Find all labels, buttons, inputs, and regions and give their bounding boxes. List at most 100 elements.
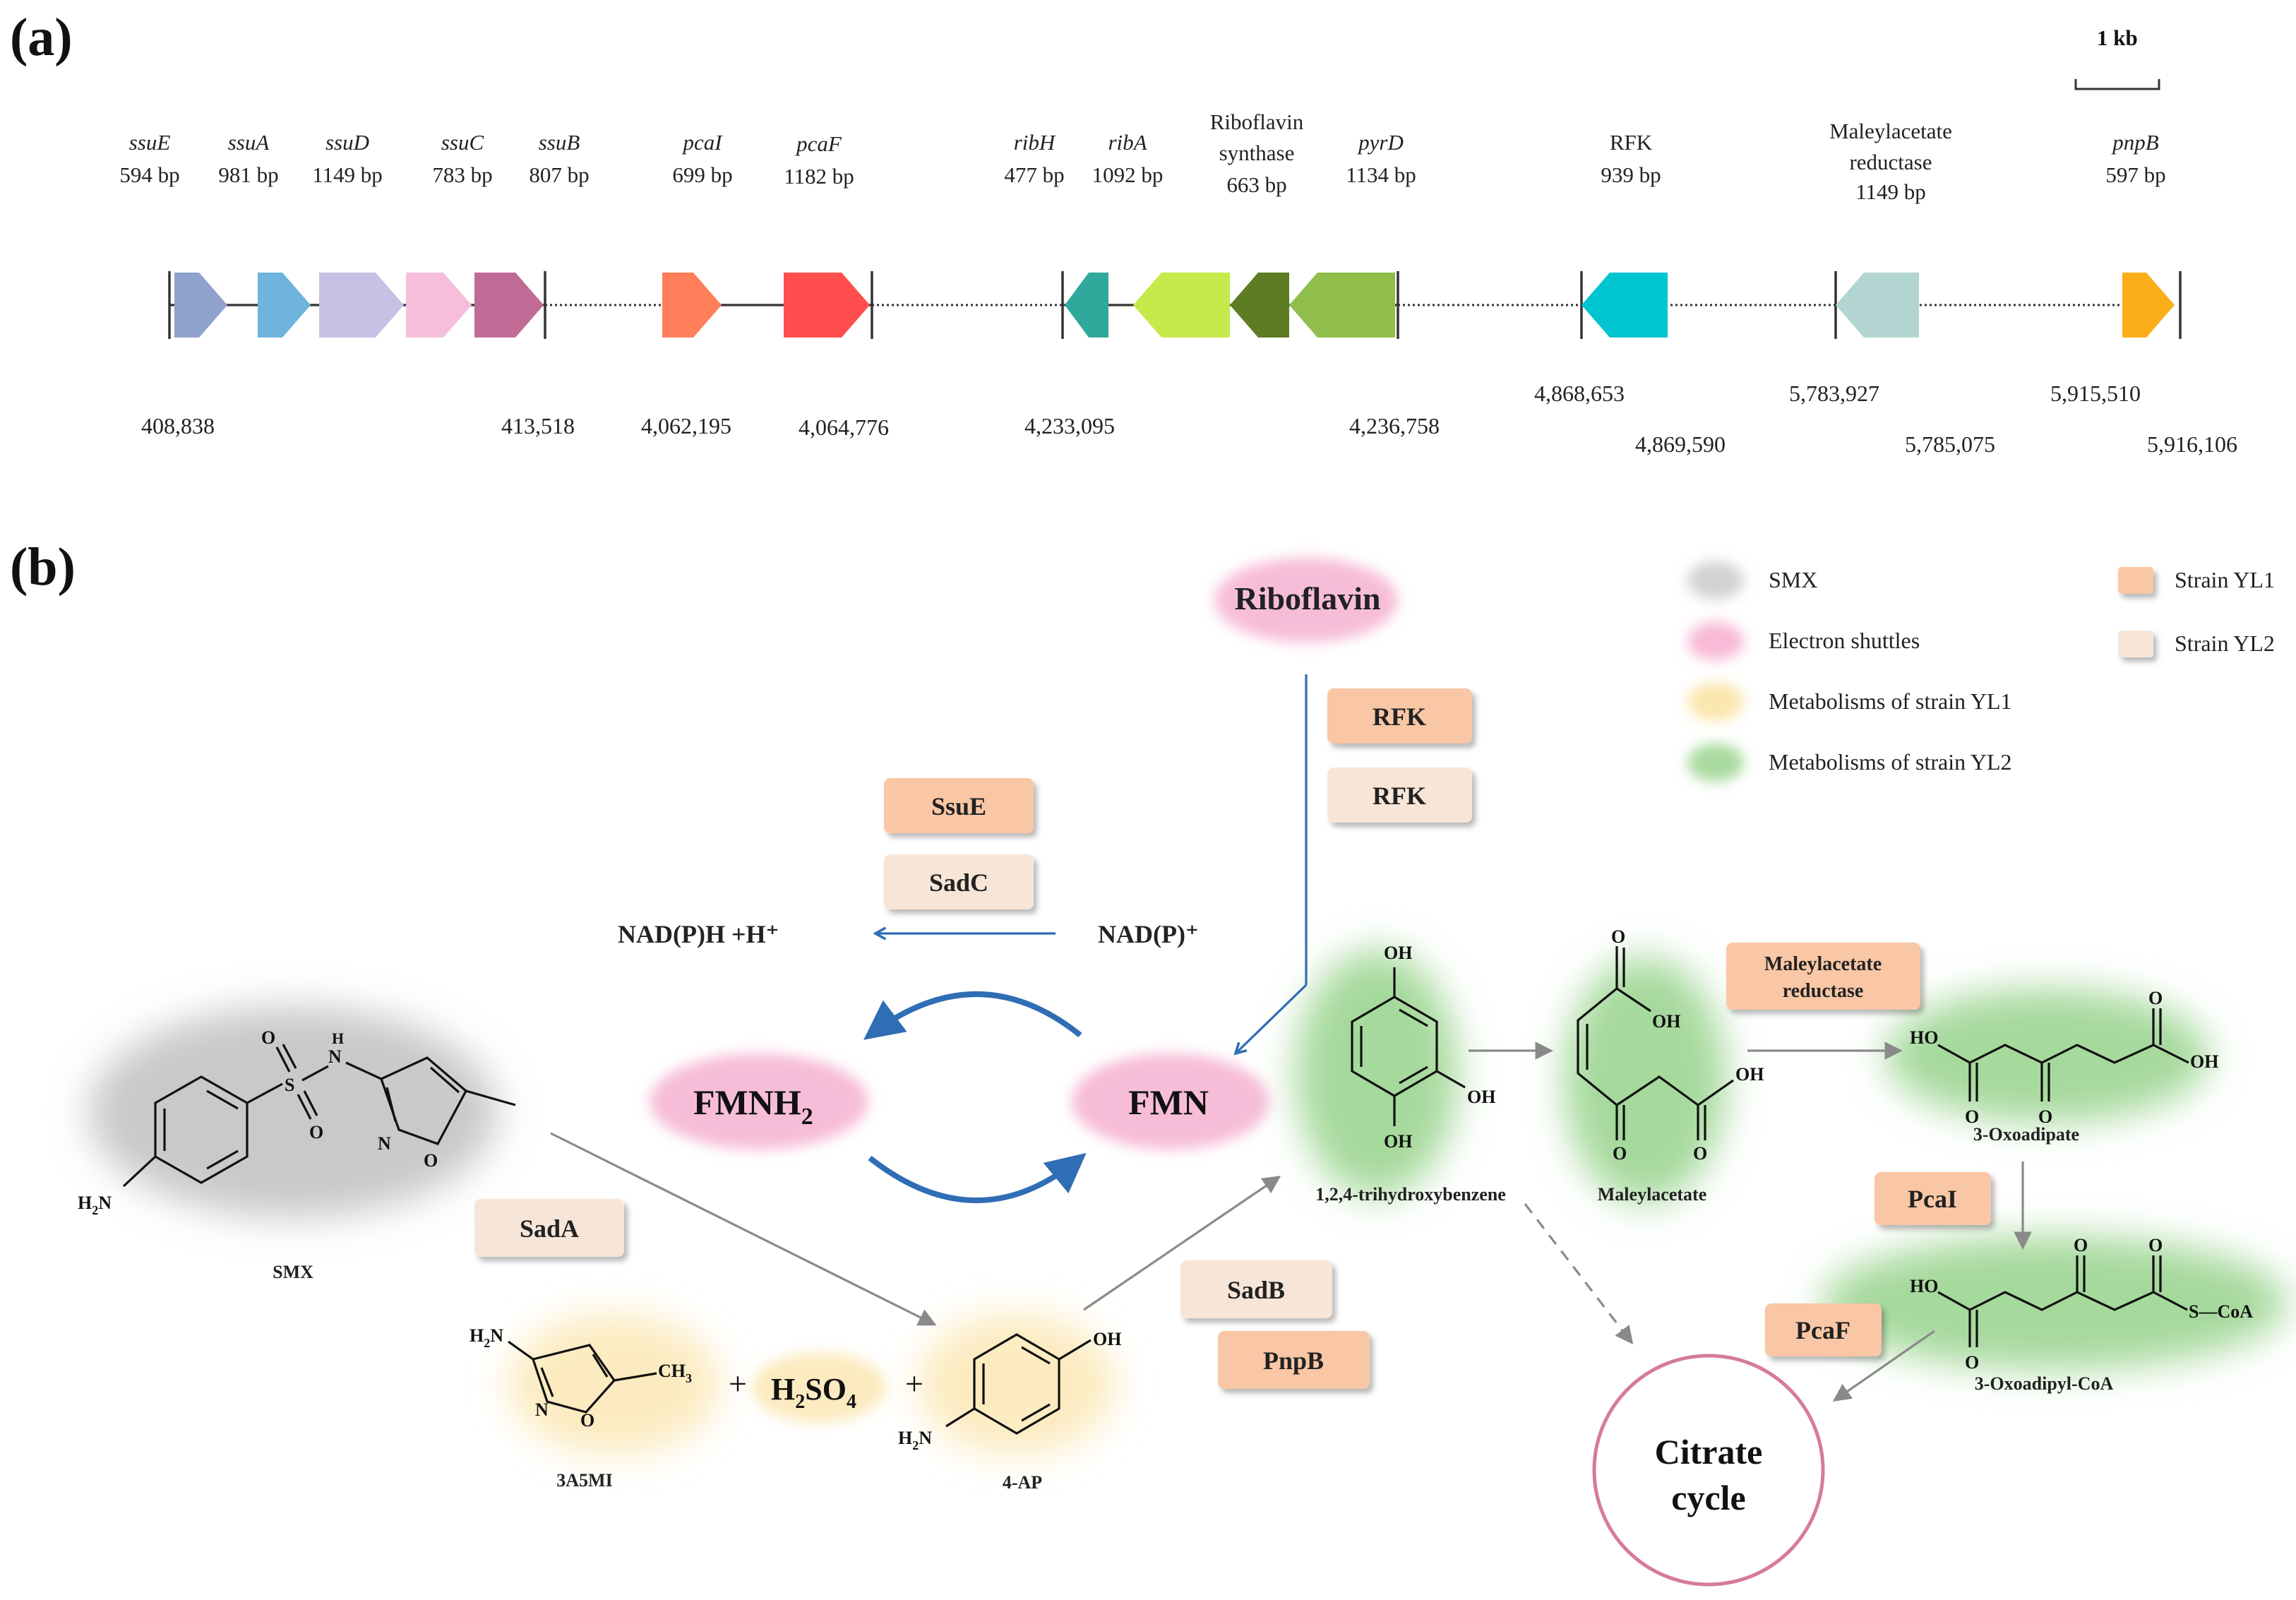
maleylacetate-o-ketone: O (1613, 1143, 1627, 1164)
gene-name-ssuc: ssuC (441, 130, 484, 155)
coordinate-label: 4,064,776 (799, 414, 889, 440)
gene-name-ssue: ssuE (129, 130, 171, 155)
oxoadipyl-coa-structure: HO O O O S—CoA 3-Oxoadipyl-CoA (1910, 1235, 2253, 1394)
gene-arrow-pnpb (2122, 273, 2175, 338)
smx-atom-n-ring: N (378, 1133, 391, 1154)
ap4-bond-oh (1058, 1339, 1092, 1361)
ap4-oh: OH (1093, 1329, 1121, 1349)
legend-swatch-shuttles (1687, 622, 1744, 660)
ap4-double-2 (1021, 1403, 1051, 1422)
gene-size-ssuc: 783 bp (432, 162, 492, 187)
thb-oh-top: OH (1384, 943, 1412, 963)
legend-shuttles: Electron shuttles (1769, 628, 1920, 653)
coordinate-label: 4,868,653 (1534, 381, 1625, 406)
a3a5mi-glow (508, 1313, 720, 1455)
oxoadipate-o-left: O (1965, 1106, 1979, 1127)
plus-2: + (905, 1366, 923, 1402)
a3a5mi-double-2 (540, 1367, 554, 1397)
enzyme-maleylacetate-reductase-box (1726, 943, 1920, 1010)
coordinate-label: 4,869,590 (1635, 431, 1726, 457)
maleylacetate-bond-oh-top (1616, 987, 1651, 1013)
smx-bond-so2a (297, 1094, 312, 1120)
gene-name-ssud: ssuD (325, 130, 369, 155)
gene-arrow-ssue (174, 273, 227, 338)
oxoadipyl-coa-to-citrate-arrow (1832, 1330, 1935, 1402)
gene-name-ribh: ribH (1014, 130, 1056, 155)
riboflavin-glow (1214, 558, 1398, 643)
gene-name-riboflavin-synthase-line2: synthase (1219, 141, 1295, 165)
coordinate-label: 5,916,106 (2147, 431, 2237, 457)
a3a5mi-ring (531, 1344, 616, 1414)
a3a5mi-double-1 (592, 1354, 609, 1378)
fmnh2-to-fmn-arrow (868, 1152, 1087, 1203)
oxoadipyl-coa-ho: HO (1910, 1276, 1938, 1296)
thb-oh-bottom: OH (1384, 1131, 1412, 1152)
enzyme-sadb-box (1180, 1260, 1332, 1318)
fmn-glow (1072, 1053, 1269, 1150)
gene-name-rfk: RFK (1610, 130, 1653, 155)
legend-swatch-yl1-metabolism (1687, 683, 1744, 721)
a3a5mi-atom-o: O (580, 1410, 594, 1431)
citrate-cycle-ring (1592, 1354, 1825, 1587)
enzyme-sada: SadA (520, 1214, 579, 1243)
maleylacetate-bond-oh-right (1697, 1079, 1734, 1106)
smx-isoxazole-double-1 (429, 1066, 460, 1094)
thb-oh-right: OH (1467, 1087, 1495, 1107)
enzyme-pcaf: PcaF (1795, 1316, 1850, 1344)
oxoadipate-o-ketone: O (2038, 1106, 2052, 1127)
oxoadipate-oh: OH (2190, 1051, 2218, 1072)
smx-bond-so2b (303, 1090, 318, 1116)
ap4-glow (918, 1313, 1116, 1455)
enzyme-pnpb-box (1218, 1331, 1370, 1389)
gene-arrow-ribh (1065, 273, 1108, 338)
gene-arrow-ssua (258, 273, 311, 338)
gene-name-ssua: ssuA (228, 130, 270, 155)
riboflavin-label: Riboflavin (1234, 580, 1380, 616)
legend-strain-yl1: Strain YL1 (2175, 567, 2275, 592)
oxoadipyl-coa-s-coa: S—CoA (2189, 1301, 2253, 1322)
ap4-double-1 (1021, 1346, 1051, 1365)
h2so4-label: H2SO4 (771, 1372, 856, 1413)
gene-arrow-ssud (319, 273, 404, 338)
coordinate-label: 413,518 (501, 413, 575, 438)
gene-name-pyrd: pyrD (1357, 130, 1404, 155)
gene-name-riboflavin-synthase-line1: Riboflavin (1210, 109, 1304, 134)
gene-arrow-riboflavin-synthase (1230, 273, 1289, 338)
maleylacetate-name: Maleylacetate (1598, 1184, 1706, 1205)
coordinate-label: 408,838 (141, 413, 215, 438)
enzyme-rfk-yl2-box (1327, 768, 1472, 823)
maleylacetate-oh-right: OH (1735, 1064, 1764, 1085)
gene-size-ssue: 594 bp (119, 162, 179, 187)
smx-glow (88, 1006, 498, 1218)
gene-size-maleylacetate-reductase: 1149 bp (1855, 179, 1926, 204)
smx-bond-methyl (465, 1089, 516, 1106)
gene-size-riba: 1092 bp (1092, 162, 1164, 187)
citrate-label-line2: cycle (1671, 1478, 1745, 1517)
smx-bond-sn (301, 1065, 329, 1082)
maleylacetate-o-top: O (1611, 926, 1625, 947)
gene-arrow-maleylacetate-reductase (1836, 273, 1919, 338)
smx-atom-h: H (332, 1029, 344, 1047)
oxoadipyl-coa-o-ketone: O (2074, 1235, 2088, 1255)
gene-name-riba: ribA (1108, 130, 1147, 155)
smx-bond-so1a (275, 1046, 291, 1073)
smx-isoxazole-double-2 (385, 1087, 397, 1122)
maleylacetate-oh-top: OH (1652, 1011, 1680, 1032)
oxoadipate-o-right: O (2148, 988, 2163, 1008)
fmn-label: FMN (1128, 1082, 1209, 1122)
legend: SMX Electron shuttles Metabolisms of str… (1687, 561, 2275, 782)
ap4-bond-nh2 (945, 1407, 975, 1428)
smx-atom-o2: O (309, 1122, 323, 1142)
maleylacetate-glow (1564, 957, 1726, 1204)
enzyme-pnpb: PnpB (1263, 1347, 1324, 1375)
fmnh2-main: FMNH (693, 1082, 801, 1122)
smx-atom-s: S (285, 1075, 294, 1095)
fmnh2-sub: 2 (801, 1104, 813, 1130)
enzyme-pcai: PcaI (1908, 1185, 1957, 1213)
enzyme-rfk-yl2: RFK (1373, 782, 1426, 810)
smx-bond-nc (345, 1061, 382, 1080)
coordinate-label: 5,785,075 (1905, 431, 1995, 457)
enzyme-sadc-box (884, 854, 1034, 909)
enzyme-sada-box (474, 1199, 624, 1257)
gene-arrow-pyrd (1289, 273, 1395, 338)
